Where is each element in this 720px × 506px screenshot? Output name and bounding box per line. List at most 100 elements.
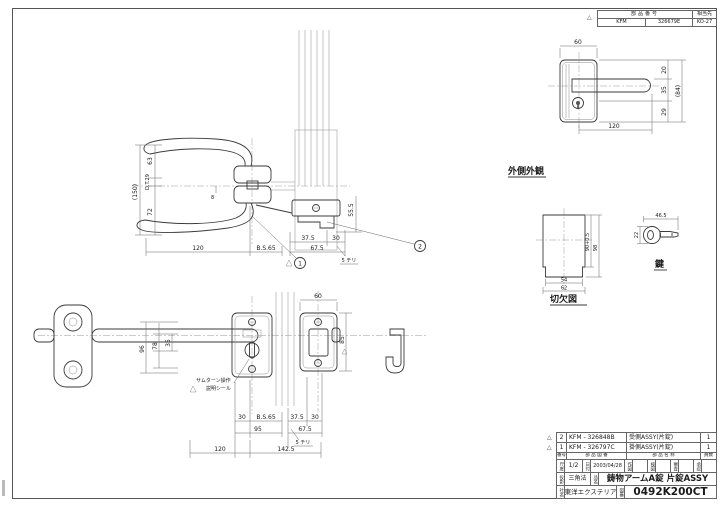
revision-triangle-icon: △ [587,14,592,21]
key-view-label: 鍵 [655,258,664,270]
dim-cut-54: 54 [561,278,567,284]
part-no-cell: 1 [557,443,567,453]
stamp-box [702,460,717,473]
dim-side-675: 67.5 [310,245,324,252]
drawing-no-label: 図番 [618,487,624,497]
date-label: 日付 [584,461,590,471]
dim-cut-98: 98 [593,245,599,251]
stamp-box [679,460,694,473]
dim-side-chiri: 5 チリ [342,258,357,264]
drawing-title: 鋳物アームA錠 片錠ASSY [599,473,717,486]
dest-code: KO-27 [693,19,717,27]
parts-row: 1 KFM - 326797C 掛側ASSY(片錠) 1 [557,443,717,453]
title-row: 投影 三角法 品名 鋳物アームA錠 片錠ASSY [557,473,717,486]
dim-out-120: 120 [608,123,620,130]
plan-view: 60 96 78 35 85 [33,291,428,458]
date-value: 2003/04/28 [591,460,625,473]
part-no-label: 部品番号 [598,11,693,19]
dim-plan-95: 95 [254,426,262,433]
thumbturn-note-line2: 説明シール [206,385,231,392]
part-code-cell: KFM - 326848B [567,433,627,443]
dim-plan-30a: 30 [238,414,246,421]
col-no-label: 番号 [557,453,567,460]
outside-view-label: 外側外観 [507,165,544,177]
balloon-2-number: 2 [418,244,422,251]
stamp-label: 審査 [672,461,678,471]
dim-cut-90: 90+0.5 [585,233,591,252]
scale-label: 尺度 [558,461,564,471]
dim-side-120: 120 [192,245,204,252]
company-row: 社名 東洋エクステリア 図番 0492K200CT [557,486,717,499]
lock-arm [91,328,259,343]
dim-plan-375: 37.5 [290,414,304,421]
col-qty-label: 員数 [701,453,717,460]
stamp-label: 承認 [695,461,701,471]
stamp-box [633,460,648,473]
handle-plate [559,59,598,123]
corner-mark [2,480,5,496]
cutout-view: 54 62 90+0.5 98 切欠図 [536,208,602,306]
part-qty-cell: 1 [701,433,717,443]
lever-bar [571,78,651,93]
hook-catch [385,328,405,374]
revision-triangle-icon [285,259,293,267]
arm-pivot-assembly [33,304,93,388]
dim-out-20: 20 [661,66,668,74]
thumbturn-note-line1: サムターン操作 [196,377,231,384]
stamp-label: 作図 [626,461,632,471]
part-code-cell: KFM - 326797C [567,443,627,453]
dim-side-72: 72 [147,208,154,216]
thumbturn-plate [231,312,273,378]
door-post [294,30,338,251]
outside-view: 60 20 35 29 (84) 120 外側外観 [507,39,686,178]
dim-plan-bs65: B.S.65 [256,414,276,421]
projection-label: 投影 [558,474,564,484]
dim-key-22: 22 [634,232,640,238]
title-block: 2 KFM - 326848B 受側ASSY(片錠) 1 1 KFM - 326… [556,432,717,499]
dim-cut-62: 62 [561,286,567,292]
part-number: 326679E [646,19,693,27]
drawing-number: 0492K200CT [625,486,717,499]
dim-plan-120: 120 [214,446,226,453]
dim-plan-35: 35 [165,339,172,347]
dim-plan-1425: 142.5 [277,446,294,453]
cutout-outline [542,214,586,278]
part-name-cell: 受側ASSY(片錠) [627,433,701,443]
stamp-label: 検図 [649,461,655,471]
lever-handle-lower [136,202,254,233]
dest-label: 相当先 [693,11,717,19]
dim-plan-60: 60 [314,293,322,300]
dim-side-total-height: (150) [132,184,139,200]
dim-plan-675: 67.5 [298,426,312,433]
dim-plan-85: 85 [339,336,346,344]
dim-plan-chiri: 5 チリ [296,440,311,446]
maker-code: KFM [598,19,646,27]
balloon-1 [294,257,306,269]
dim-out-29: 29 [661,108,668,116]
dim-side-555: 55.5 [348,203,355,217]
cutout-view-label: 切欠図 [550,293,577,305]
key-view: 46.5 22 鍵 [634,213,679,271]
company-label: 社名 [558,487,564,497]
company-name: 東洋エクステリア [565,486,617,499]
balloon-1-number: 1 [298,261,302,268]
parts-header-row: 番号 部 品 図 番 部 品 名 称 員数 [557,453,717,460]
escutcheon [233,165,295,204]
col-code-label: 部 品 図 番 [567,453,627,460]
name-label: 品名 [592,474,598,484]
dim-side-8: 8 [211,195,214,201]
key-outline [643,226,679,244]
scale-value: 1/2 [565,460,583,473]
part-no-cell: 2 [557,433,567,443]
projection-value: 三角法 [565,473,591,486]
dim-plan-78: 78 [152,342,159,350]
lever-handle-upper [143,137,253,167]
key-cylinder [572,97,584,109]
strike-bracket [291,199,341,229]
dim-out-60: 60 [574,39,582,46]
dim-side-bs65: B.S.65 [256,245,276,252]
receiver-plate [299,312,341,372]
scale-date-row: 尺度 1/2 日付 2003/04/28 作図 検図 審査 承認 [557,460,717,473]
side-view: 1 2 (150) 63 D.T.29 72 8 55.5 [132,30,426,269]
